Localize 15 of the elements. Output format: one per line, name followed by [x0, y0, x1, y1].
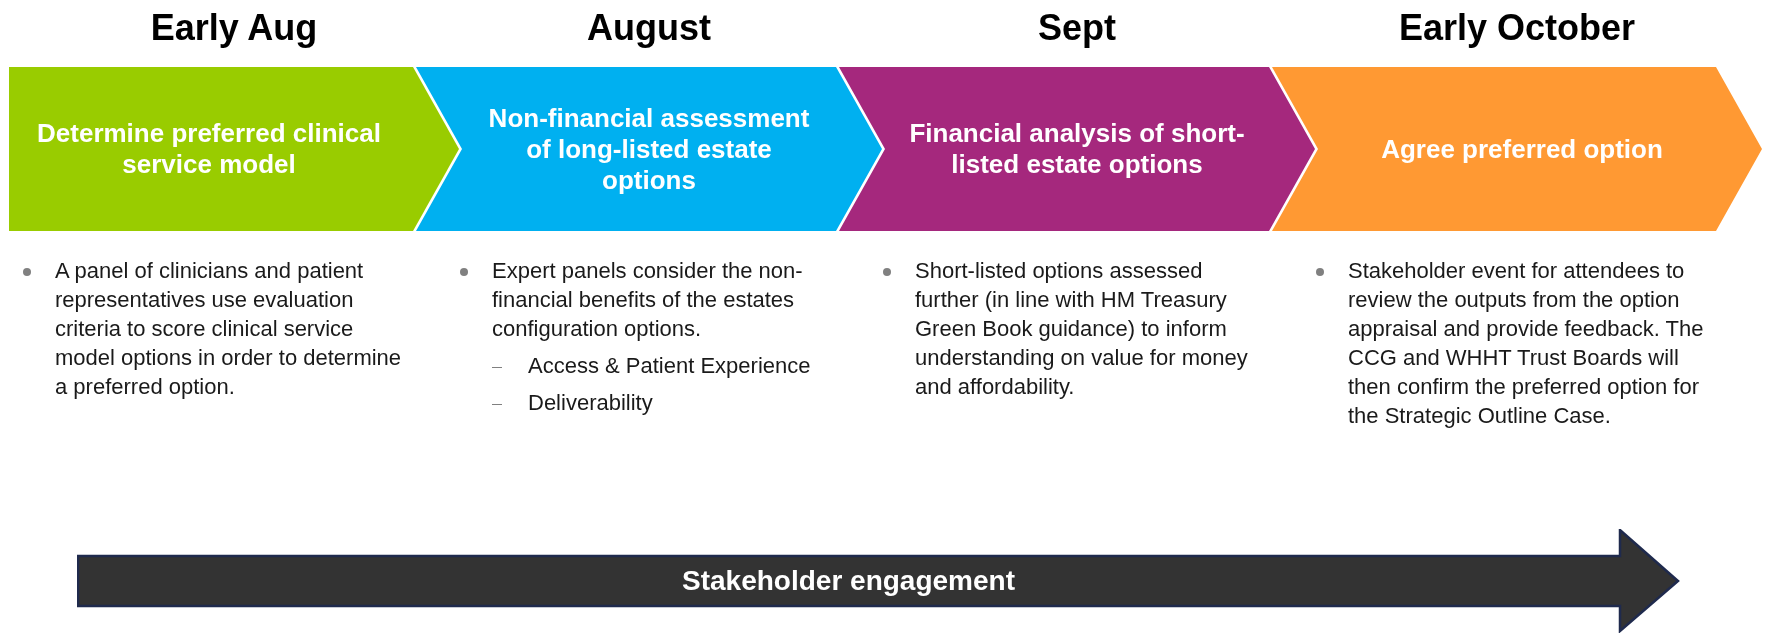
phase-heading: Early October: [1397, 6, 1637, 50]
phase-title: Agree preferred option: [1381, 133, 1663, 165]
phase-title: Financial analysis of short-listed estate options: [908, 118, 1246, 180]
bullet-text: Short-listed options assessed further (in line with HM Treasury Green Book guidance) to inform understanding on value for money and affordability.: [915, 257, 1249, 401]
sub-bullet-text: Deliverability: [528, 389, 653, 417]
bullet-text: A panel of clinicians and patient representatives use evaluation criteria to score clinical service model options in order to determine a preferred option.: [55, 257, 403, 401]
phase-heading: Early Aug: [149, 6, 319, 50]
arrow-label: Stakeholder engagement: [682, 564, 1015, 598]
phase-title: Determine preferred clinical service model: [36, 118, 382, 180]
phase-title: Non-financial assessment of long-listed estate options: [487, 102, 811, 196]
phase-heading: August: [586, 6, 712, 50]
bullet-text: Expert panels consider the non-financial benefits of the estates configuration options.: [492, 257, 804, 343]
phase-heading: Sept: [1037, 6, 1117, 50]
bullet-text: Stakeholder event for attendees to review the outputs from the option appraisal and provide feedback. The CCG and WHHT Trust Boards will then confirm the preferred option for the Strategic Outline Case.: [1348, 257, 1705, 430]
sub-bullet-text: Access & Patient Experience: [528, 352, 811, 380]
